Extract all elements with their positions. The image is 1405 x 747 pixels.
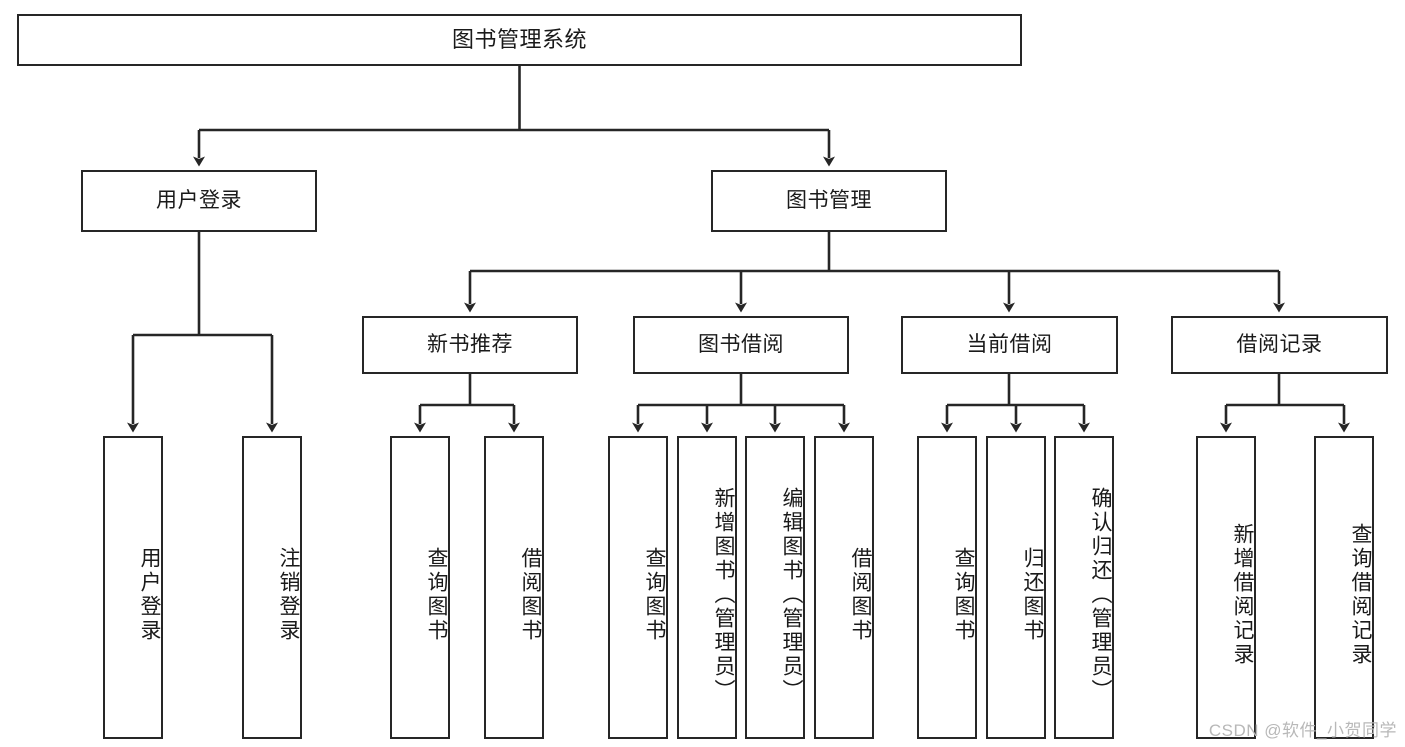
node-new-book-recommend[interactable]: 新书推荐	[362, 316, 578, 374]
node-leaf-user-login[interactable]: 用户登录	[103, 436, 163, 739]
node-leaf-label: 编辑图书（管理员）	[780, 486, 803, 703]
node-leaf-label: 新增图书（管理员）	[712, 486, 735, 703]
node-leaf-label: 查询图书	[425, 546, 448, 643]
node-book-borrow-label: 图书借阅	[698, 333, 784, 357]
node-user-login-label: 用户登录	[156, 189, 242, 213]
node-leaf-label: 注销登录	[277, 546, 300, 643]
node-root[interactable]: 图书管理系统	[17, 14, 1022, 66]
csdn-watermark: CSDN @软件_小贺同学	[1208, 721, 1397, 740]
node-borrow-record[interactable]: 借阅记录	[1171, 316, 1388, 374]
node-leaf-label: 借阅图书	[849, 546, 872, 643]
node-leaf-label: 用户登录	[138, 546, 161, 643]
node-leaf-label: 借阅图书	[519, 546, 542, 643]
node-leaf-query-book[interactable]: 查询图书	[608, 436, 668, 739]
node-leaf-query-borrow-record[interactable]: 查询借阅记录	[1314, 436, 1374, 739]
node-book-management[interactable]: 图书管理	[711, 170, 947, 232]
node-current-borrow-label: 当前借阅	[966, 333, 1053, 357]
node-leaf-label: 新增借阅记录	[1231, 522, 1254, 667]
node-leaf-confirm-return-admin[interactable]: 确认归还（管理员）	[1054, 436, 1114, 739]
node-borrow-record-label: 借阅记录	[1236, 333, 1323, 357]
node-new-book-recommend-label: 新书推荐	[427, 333, 513, 357]
node-leaf-query-book-current[interactable]: 查询图书	[917, 436, 977, 739]
node-leaf-query-book-rec[interactable]: 查询图书	[390, 436, 450, 739]
node-leaf-add-book-admin[interactable]: 新增图书（管理员）	[677, 436, 737, 739]
node-book-borrow[interactable]: 图书借阅	[633, 316, 849, 374]
node-book-management-label: 图书管理	[786, 189, 872, 213]
node-leaf-borrow-book-rec[interactable]: 借阅图书	[484, 436, 544, 739]
node-leaf-add-borrow-record[interactable]: 新增借阅记录	[1196, 436, 1256, 739]
node-current-borrow[interactable]: 当前借阅	[901, 316, 1118, 374]
node-leaf-label: 查询借阅记录	[1349, 522, 1372, 667]
node-leaf-edit-book-admin[interactable]: 编辑图书（管理员）	[745, 436, 805, 739]
node-leaf-logout[interactable]: 注销登录	[242, 436, 302, 739]
node-leaf-return-book[interactable]: 归还图书	[986, 436, 1046, 739]
node-leaf-label: 确认归还（管理员）	[1089, 486, 1112, 703]
node-root-label: 图书管理系统	[451, 26, 587, 52]
node-leaf-label: 查询图书	[643, 546, 666, 643]
node-user-login[interactable]: 用户登录	[81, 170, 317, 232]
node-leaf-label: 查询图书	[952, 546, 975, 643]
node-leaf-label: 归还图书	[1021, 546, 1044, 643]
node-leaf-borrow-book[interactable]: 借阅图书	[814, 436, 874, 739]
